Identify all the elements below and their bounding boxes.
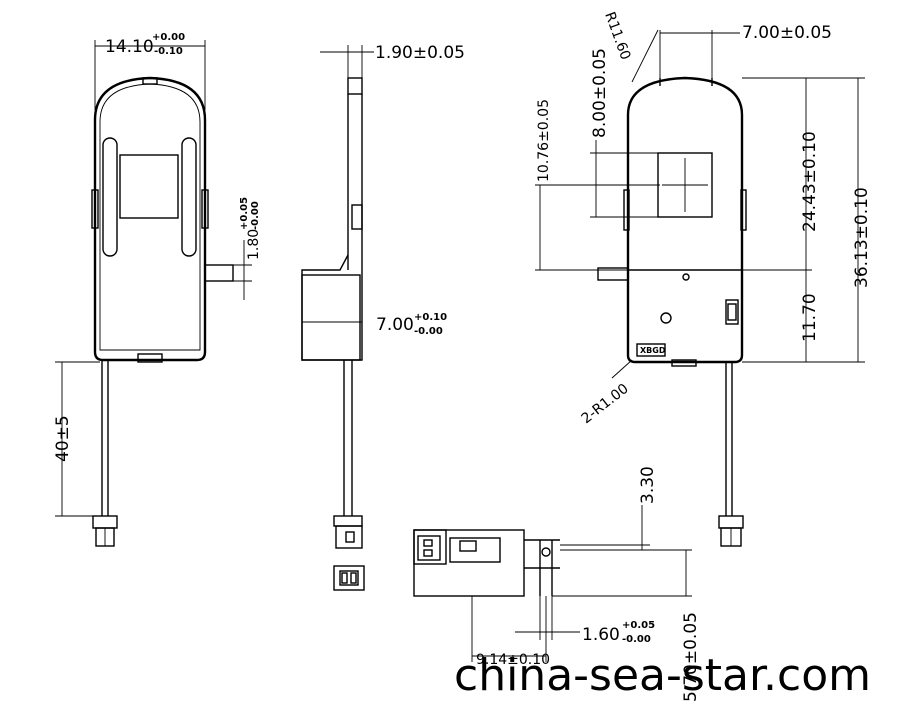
body-height: 5.70±0.05 [681,612,701,702]
tab-height-tol-upper: +0.05 [239,197,250,230]
side-depth-tol-lower: -0.00 [414,326,443,337]
upper-height: 24.43±0.10 [800,131,820,232]
connector-height: 3.30 [638,466,658,504]
front-width-tol-upper: +0.00 [152,32,185,43]
window-height: 8.00±0.05 [590,48,610,138]
side-depth-tol-upper: +0.10 [414,312,447,323]
bottom-view: 3.30 5.70±0.05 1.60 +0.05 -0.00 9.14±0.1… [413,466,701,702]
side-thickness: 1.90±0.05 [375,43,465,63]
window-offset: 10.76±0.05 [536,99,552,182]
lower-height: 11.70 [800,293,820,342]
slot-width-main: 1.60 [582,625,620,645]
side-view: 1.90±0.05 7.00 +0.10 -0.00 [301,43,465,591]
body-width: 9.14±0.10 [476,652,550,668]
slot-width-tol-upper: +0.05 [622,620,655,631]
total-height: 36.13±0.10 [852,187,872,288]
tab-height-main: 1.80 [246,229,262,260]
small-radius: 2-R1.00 [579,381,632,427]
logo-mark: XBGD [640,346,666,355]
side-depth-main: 7.00 [376,315,414,335]
cable-length: 40±5 [53,415,73,462]
back-view: XBGD R11.60 7.00±0.05 8.00±0.05 10.76±0.… [535,10,872,547]
front-width-main: 14.10 [105,37,154,57]
front-width-tol-lower: -0.10 [154,46,183,57]
slot-width-tol-lower: -0.00 [622,634,651,645]
watermark: china-sea-star.com [454,650,871,701]
top-width: 7.00±0.05 [742,23,832,43]
front-view: 14.10 +0.00 -0.10 1.80 +0.05 -0.00 40±5 [53,32,262,547]
tab-height-tol-lower: -0.00 [250,201,261,230]
